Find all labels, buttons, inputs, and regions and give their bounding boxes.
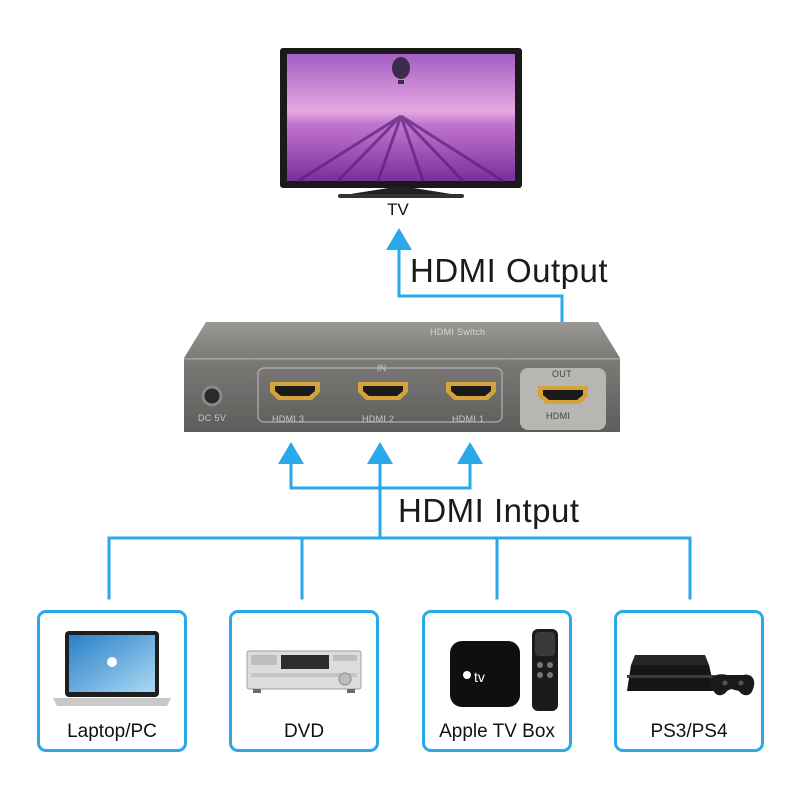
device-label-playstation: PS3/PS4 <box>650 721 728 742</box>
dc-power-label: DC 5V <box>198 413 227 423</box>
device-box-dvd: DVD <box>229 610 379 752</box>
input-arrow-hdmi3 <box>278 442 304 464</box>
hdmi-output-label: HDMI Output <box>410 252 609 289</box>
hdmi1-port-icon <box>446 382 496 400</box>
tv-icon <box>280 48 522 198</box>
in-label: IN <box>377 363 387 373</box>
apple-tv-icon: tv <box>450 629 558 711</box>
out-label: OUT <box>552 369 572 379</box>
playstation-icon <box>627 655 755 696</box>
device-box-playstation: PS3/PS4 <box>614 610 764 752</box>
hdmi-out-port-icon <box>538 386 588 404</box>
hdmi3-port-icon <box>270 382 320 400</box>
switch-top-text: HDMI Switch <box>430 327 486 337</box>
port-label-hdmi1: HDMI 1 <box>452 414 485 424</box>
dvd-player-icon <box>246 650 362 693</box>
tv-label: TV <box>387 200 409 219</box>
port-label-out: HDMI <box>546 411 571 421</box>
hdmi-switch: HDMI Switch DC 5V IN OUT HDMI 3 HDMI 2 H… <box>180 318 624 438</box>
input-arrow-hdmi1 <box>457 442 483 464</box>
device-box-appletv: tv Apple TV Box <box>422 610 572 752</box>
port-label-hdmi2: HDMI 2 <box>362 414 395 424</box>
device-label-dvd: DVD <box>283 721 325 742</box>
laptop-icon <box>53 631 171 706</box>
input-split-wire <box>289 460 472 490</box>
port-label-hdmi3: HDMI 3 <box>272 414 305 424</box>
svg-text:tv: tv <box>474 669 485 685</box>
input-arrow-hdmi2 <box>367 442 393 464</box>
device-label-laptop: Laptop/PC <box>67 721 157 742</box>
output-arrow <box>386 228 412 250</box>
device-box-laptop: Laptop/PC <box>37 610 187 752</box>
device-label-appletv: Apple TV Box <box>439 721 555 742</box>
hdmi2-port-icon <box>358 382 408 400</box>
hdmi-input-label: HDMI Intput <box>398 492 580 529</box>
